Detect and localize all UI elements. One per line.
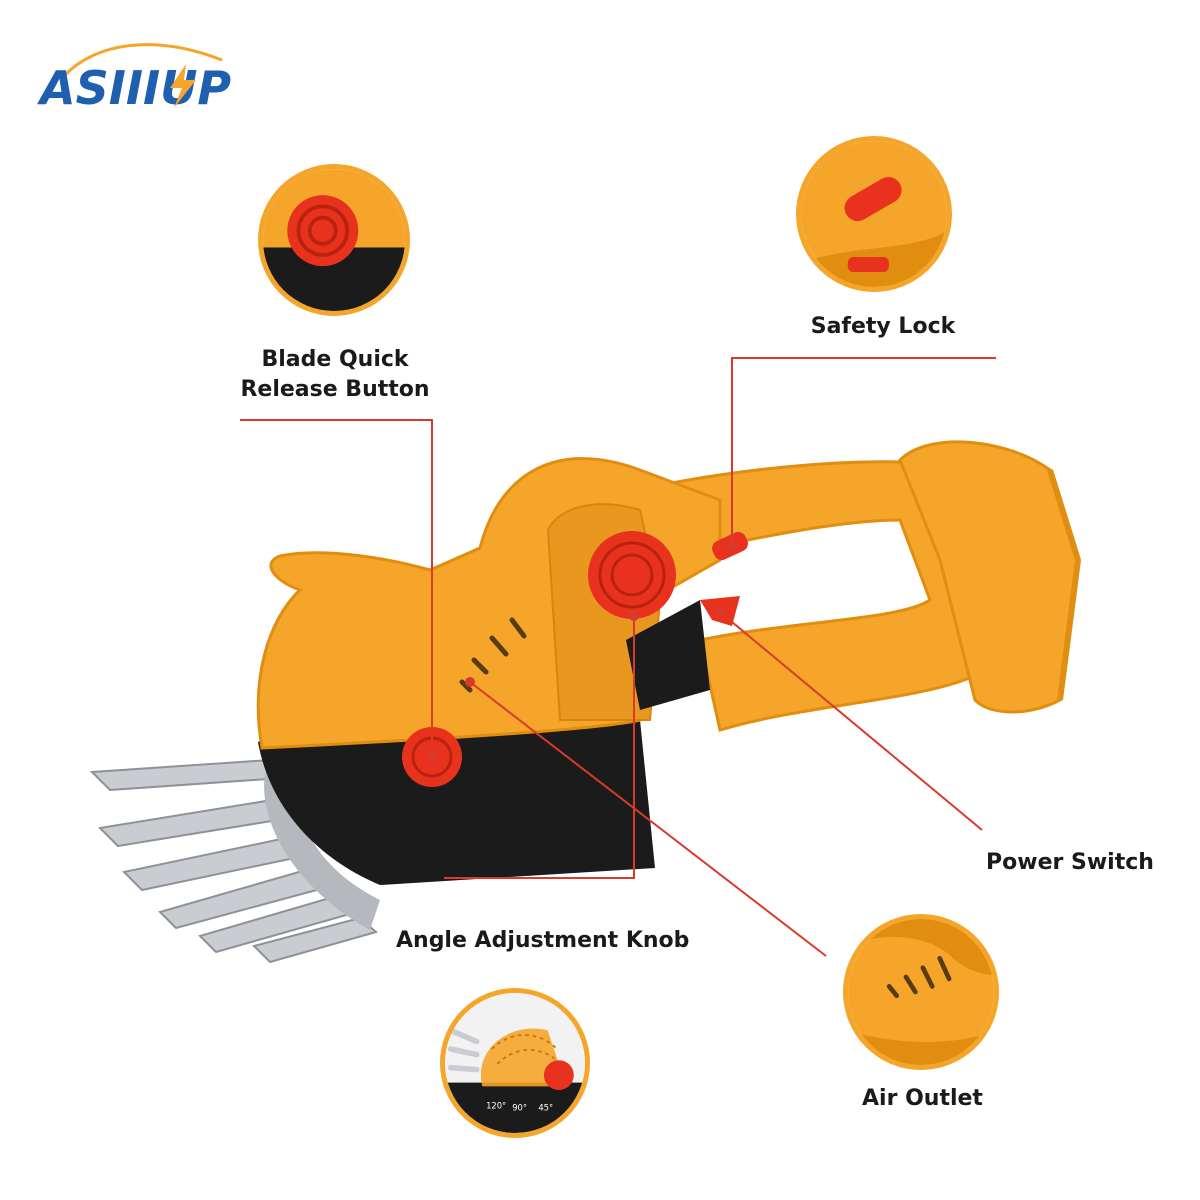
label-blade-line1: Blade Quick	[261, 347, 409, 372]
base-housing	[258, 711, 655, 885]
inset-safety-lock	[796, 136, 952, 292]
air-vents	[459, 617, 527, 693]
inset-angle-adjustment: 120° 90° 45°	[440, 988, 590, 1138]
angle-mark-90: 90°	[512, 1103, 527, 1113]
label-angle-knob: Angle Adjustment Knob	[396, 928, 690, 953]
label-blade-release: Blade Quick Release Button	[230, 345, 440, 405]
inset-blade-release	[258, 164, 410, 316]
logo-lightning-icon	[170, 64, 196, 108]
label-power-switch: Power Switch	[986, 850, 1154, 875]
label-safety-lock: Safety Lock	[810, 314, 956, 339]
angle-mark-120: 120°	[486, 1101, 506, 1111]
brand-panel	[626, 600, 710, 710]
handle	[638, 460, 1002, 732]
leader-lines	[240, 357, 996, 957]
logo-text: ASIIIUP	[37, 61, 231, 115]
brand-logo: ASIIIUP	[37, 43, 231, 115]
inset-air-outlet	[843, 914, 999, 1070]
label-blade-line2: Release Button	[240, 377, 430, 402]
label-air-outlet: Air Outlet	[862, 1086, 983, 1111]
angle-adjustment-knob	[588, 531, 676, 619]
logo-swoosh	[62, 43, 223, 78]
leader-dots	[427, 541, 737, 762]
angle-mark-45: 45°	[538, 1103, 553, 1113]
